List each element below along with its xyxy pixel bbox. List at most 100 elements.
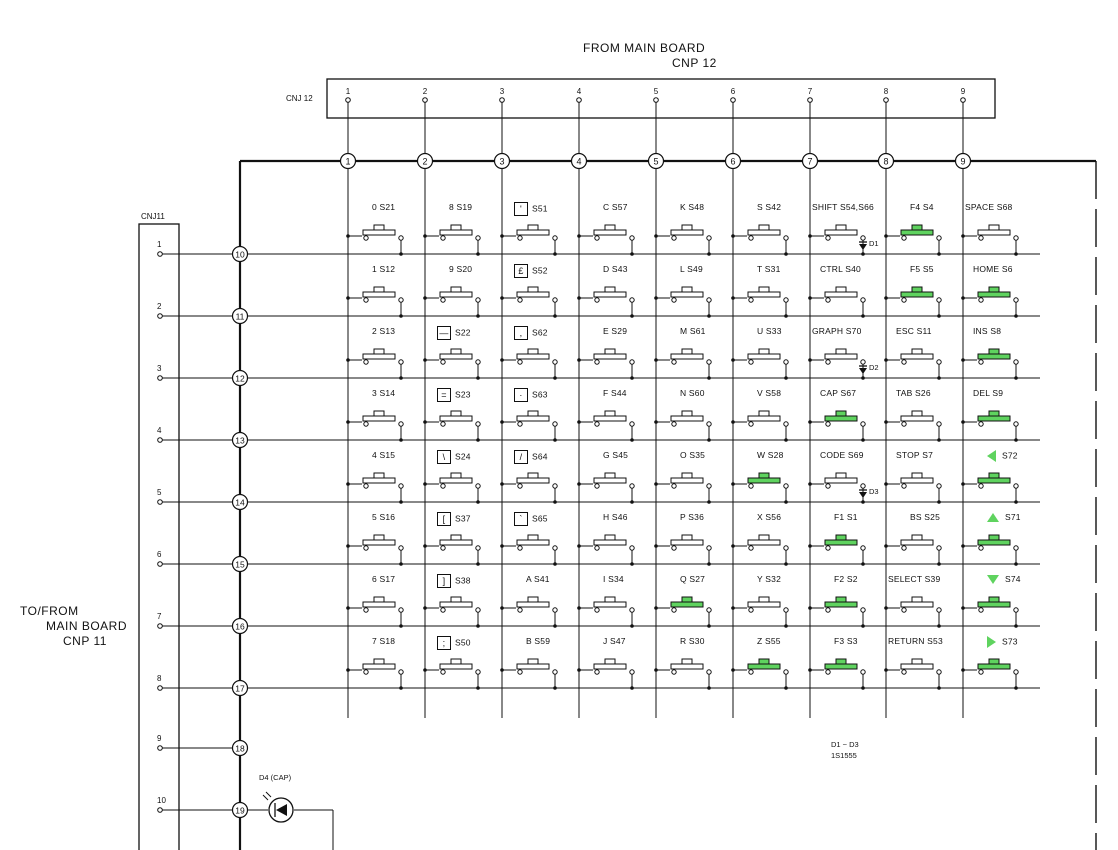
key-contact-a-S38 <box>440 607 446 613</box>
key-junction-S73 <box>961 668 965 672</box>
key-cap-S59 <box>527 658 539 665</box>
key-row-junction-S38 <box>476 624 480 628</box>
key-contact-b-S14 <box>398 421 404 427</box>
cnj12-pin-label-6: 6 <box>731 87 736 96</box>
key-label-s43: D S43 <box>603 264 628 274</box>
key-text: R S30 <box>680 636 705 646</box>
key-symbol-box-icon: — <box>437 326 451 340</box>
key-text: U S33 <box>757 326 782 336</box>
key-junction-S69 <box>808 482 812 486</box>
key-contact-a-S11 <box>901 359 907 365</box>
key-text: STOP S7 <box>896 450 933 460</box>
key-row-junction-S1 <box>861 562 865 566</box>
key-actuator-S35 <box>670 477 704 484</box>
key-row-junction-S22 <box>476 376 480 380</box>
key-text: S73 <box>1002 636 1018 647</box>
key-text: 9 S20 <box>449 264 473 274</box>
key-cap-S17 <box>373 596 385 603</box>
key-text: F1 S1 <box>834 512 858 522</box>
key-text: M S61 <box>680 326 706 336</box>
key-junction-S55 <box>731 668 735 672</box>
key-contact-b-S40 <box>860 297 866 303</box>
key-label-s50: ;S50 <box>437 636 471 650</box>
key-label-s25: BS S25 <box>910 512 940 522</box>
key-row-junction-S62 <box>553 376 557 380</box>
key-actuator-S19 <box>439 229 473 236</box>
key-actuator-S36 <box>670 539 704 546</box>
key-contact-b-S60 <box>706 421 712 427</box>
column-node-label-3: 3 <box>499 157 504 167</box>
key-contact-a-S69 <box>825 483 831 489</box>
key-cap-S72 <box>988 472 1000 479</box>
key-junction-S24 <box>423 482 427 486</box>
key-label-s42: S S42 <box>757 202 781 212</box>
key-cap-S69 <box>835 472 847 479</box>
key-contact-b-S35 <box>706 483 712 489</box>
key-label-s7: STOP S7 <box>896 450 933 460</box>
key-symbol-box-icon: ; <box>437 636 451 650</box>
key-text: H S46 <box>603 512 628 522</box>
key-row-junction-S44 <box>630 438 634 442</box>
key-contact-a-S55 <box>748 669 754 675</box>
key-actuator-S23 <box>439 415 473 422</box>
key-junction-S47 <box>577 668 581 672</box>
key-text: GRAPH S70 <box>812 326 862 336</box>
key-junction-S68 <box>961 234 965 238</box>
key-contact-b-S13 <box>398 359 404 365</box>
key-contact-b-S16 <box>398 545 404 551</box>
key-row-junction-S64 <box>553 500 557 504</box>
cnj11-connector-strip <box>138 223 180 850</box>
key-row-junction-S9 <box>1014 438 1018 442</box>
key-contact-a-S63 <box>517 421 523 427</box>
key-contact-b-S67 <box>860 421 866 427</box>
key-junction-S21 <box>346 234 350 238</box>
key-actuator-S17 <box>362 601 396 608</box>
key-actuator-S52 <box>516 291 550 298</box>
key-contact-b-S63 <box>552 421 558 427</box>
key-text: Z S55 <box>757 636 781 646</box>
key-contact-b-S43 <box>629 297 635 303</box>
key-contact-b-S36 <box>706 545 712 551</box>
key-row-junction-S41 <box>553 624 557 628</box>
key-contact-a-S26 <box>901 421 907 427</box>
key-label-s37: [S37 <box>437 512 471 526</box>
cnj11-pin-2 <box>157 313 163 319</box>
key-label-s65: `S65 <box>514 512 548 526</box>
key-row-junction-S49 <box>707 314 711 318</box>
key-contact-a-S7 <box>901 483 907 489</box>
key-cap-S67 <box>835 410 847 417</box>
row-node-10 <box>231 801 249 819</box>
key-cap-S45 <box>604 472 616 479</box>
key-junction-S34 <box>577 606 581 610</box>
arrow-down-icon <box>987 575 999 585</box>
key-row-junction-S60 <box>707 438 711 442</box>
from-main-board-label: FROM MAIN BOARD <box>583 41 706 55</box>
cnj11-pin-label-5: 5 <box>157 488 162 497</box>
key-actuator-S1 <box>824 539 858 546</box>
key-junction-S26 <box>884 420 888 424</box>
diode-d1-label: D1 <box>869 239 879 248</box>
key-actuator-S71 <box>977 539 1011 546</box>
key-text: S74 <box>1005 574 1021 584</box>
key-contact-a-S14 <box>363 421 369 427</box>
key-row-junction-S12 <box>399 314 403 318</box>
key-row-junction-S32 <box>784 624 788 628</box>
key-cap-S44 <box>604 410 616 417</box>
key-row-junction-S65 <box>553 562 557 566</box>
key-cap-S74 <box>988 596 1000 603</box>
key-row-junction-S35 <box>707 500 711 504</box>
column-node-label-5: 5 <box>653 157 658 167</box>
key-contact-a-S46 <box>594 545 600 551</box>
key-junction-S23 <box>423 420 427 424</box>
key-contact-b-S9 <box>1013 421 1019 427</box>
key-text: F4 S4 <box>910 202 934 212</box>
key-junction-S62 <box>500 358 504 362</box>
arrow-up-icon <box>987 513 999 523</box>
wiring <box>138 78 1097 850</box>
key-junction-S32 <box>731 606 735 610</box>
key-actuator-S37 <box>439 539 473 546</box>
key-row-junction-S71 <box>1014 562 1018 566</box>
key-row-junction-S56 <box>784 562 788 566</box>
key-contact-b-S29 <box>629 359 635 365</box>
